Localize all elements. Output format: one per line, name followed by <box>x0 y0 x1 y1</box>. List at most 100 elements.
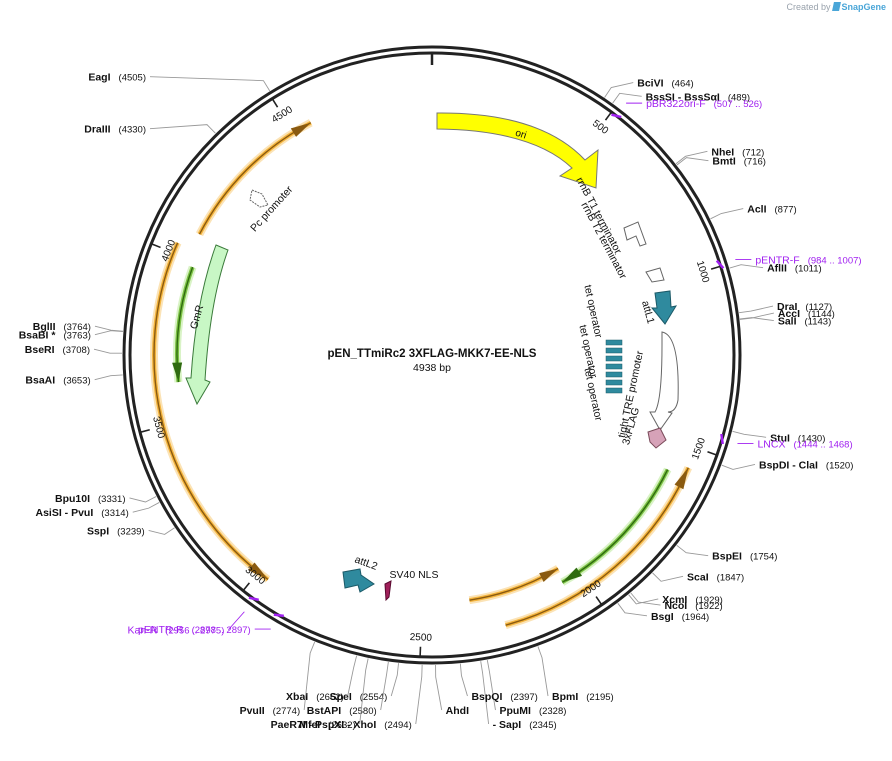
site-coordinate: (1847) <box>717 572 744 583</box>
site-leader <box>676 157 709 166</box>
site-name: PvuII <box>240 705 265 717</box>
site-name: BspQI <box>471 691 502 703</box>
site-label: BpmI (2195) <box>552 691 614 703</box>
tick-mark <box>707 451 718 456</box>
backbone-outer-ring <box>122 45 742 665</box>
site-coordinate: (2774) <box>273 706 300 717</box>
site-label: BsaBI * (3763) <box>19 330 91 342</box>
tick-label: 3000 <box>243 565 268 588</box>
primer-leader <box>228 611 245 631</box>
site-leader <box>149 76 271 92</box>
site-leader <box>93 348 123 354</box>
site-leader <box>617 602 648 617</box>
tet-operator-block <box>605 387 623 394</box>
site-name: SspI <box>87 525 109 537</box>
site-coordinate: (3763) <box>63 331 90 342</box>
site-name: AclI <box>747 204 766 216</box>
site-coordinate: (3239) <box>117 526 144 537</box>
site-layer: BciVI(464)BssSI - BssSαI(489)NheI(712)Bm… <box>19 72 854 731</box>
site-label: BstAPI(2580) <box>307 705 377 717</box>
site-name: SpeI <box>330 691 352 703</box>
site-leader <box>676 544 709 557</box>
site-name: AhdI <box>446 705 469 717</box>
site-leader <box>739 305 774 314</box>
site-name: BmtI <box>712 156 735 168</box>
site-leader <box>721 463 756 470</box>
site-coordinate: (2397) <box>510 692 537 703</box>
tick-label: 1000 <box>694 260 711 285</box>
primer-mark <box>611 113 622 119</box>
rrnb-t2-terminator-arrow <box>645 267 665 283</box>
site-leader <box>380 661 389 711</box>
site-label: DraIII(4330) <box>84 124 146 136</box>
site-name: Bpu10I <box>55 493 90 505</box>
tick-mark <box>271 98 279 108</box>
tet-operator-block <box>605 379 623 386</box>
site-label: BglII(3764) <box>33 321 91 333</box>
primer-label: pENTR-F(984 .. 1007) <box>755 255 861 267</box>
site-name: StuI <box>770 432 790 444</box>
tick-label: 4500 <box>270 104 295 125</box>
site-leader <box>359 658 369 725</box>
site-label: XcmI (1929) <box>662 594 723 606</box>
tick-label: 500 <box>590 118 610 137</box>
site-name: EagI <box>88 72 110 84</box>
site-leader <box>94 374 123 381</box>
site-leader <box>148 527 175 535</box>
site-label: BciVI(464) <box>637 78 693 90</box>
site-leader <box>486 659 496 711</box>
primer-name: LNCX <box>757 438 785 450</box>
site-label: BsaAI(3653) <box>25 375 90 387</box>
site-label: XbaI(2662) <box>286 691 344 703</box>
site-label: PaeR7I - PspXI - XhoI(2494) <box>271 719 412 731</box>
site-coordinate: (1922) <box>695 601 722 612</box>
site-name: XcmI <box>662 594 687 606</box>
primer-range: (507 .. 526) <box>714 99 763 110</box>
site-coordinate: (3314) <box>101 508 128 519</box>
site-leader <box>129 496 157 503</box>
site-label: ScaI (1847) <box>687 571 744 583</box>
tight-tre-promoter-arrow <box>649 331 679 431</box>
site-coordinate: (2632) <box>328 720 355 731</box>
site-coordinate: (2494) <box>384 720 411 731</box>
site-name: ScaI <box>687 571 709 583</box>
site-leader <box>132 502 160 513</box>
site-coordinate: (3653) <box>63 376 90 387</box>
site-leader <box>739 312 774 320</box>
site-leader <box>435 664 443 711</box>
site-name: BssSI - BssSαI <box>646 91 720 103</box>
site-coordinate: (3331) <box>98 494 125 505</box>
primer-range: (984 .. 1007) <box>808 256 862 267</box>
site-coordinate: (2554) <box>360 692 387 703</box>
site-coordinate: (464) <box>672 79 694 90</box>
site-label: Bpu10I (3331) <box>55 493 125 505</box>
site-coordinate: (1127) <box>805 302 832 313</box>
primer-name: Kan-R <box>127 625 157 637</box>
site-leader <box>630 592 661 606</box>
tick-mark <box>150 243 161 249</box>
site-name: XbaI <box>286 691 308 703</box>
orf-arc-bottom-right-arrowhead <box>674 467 689 490</box>
site-coordinate: (4505) <box>119 73 146 84</box>
site-name: AflII <box>767 263 787 275</box>
plasmid-name: pEN_TTmiRc2 3XFLAG-MKK7-EE-NLS <box>328 348 537 360</box>
feature-label: SV40 NLS <box>389 569 438 581</box>
site-label: NcoI (1922) <box>664 600 722 612</box>
site-name: BsaBI * <box>19 330 57 342</box>
site-coordinate: (1929) <box>695 595 722 606</box>
site-name: NcoI <box>664 600 687 612</box>
gmr-arrow <box>185 244 229 406</box>
site-coordinate: (1964) <box>682 612 709 623</box>
primer-name: pBR322ori-F <box>646 98 706 110</box>
orf-layer <box>150 119 692 630</box>
site-name: BpmI <box>552 691 578 703</box>
site-coordinate: (1430) <box>798 433 825 444</box>
primer-layer: pBR322ori-F (507 .. 526) pENTR-F(984 .. 10… <box>127 98 861 637</box>
site-leader <box>628 594 659 605</box>
site-coordinate: (2195) <box>586 692 613 703</box>
primer-mark <box>248 596 259 602</box>
tick-mark <box>710 265 721 270</box>
pc-promoter-arrow <box>249 189 269 208</box>
site-label: SpeI (2554) <box>330 691 388 703</box>
